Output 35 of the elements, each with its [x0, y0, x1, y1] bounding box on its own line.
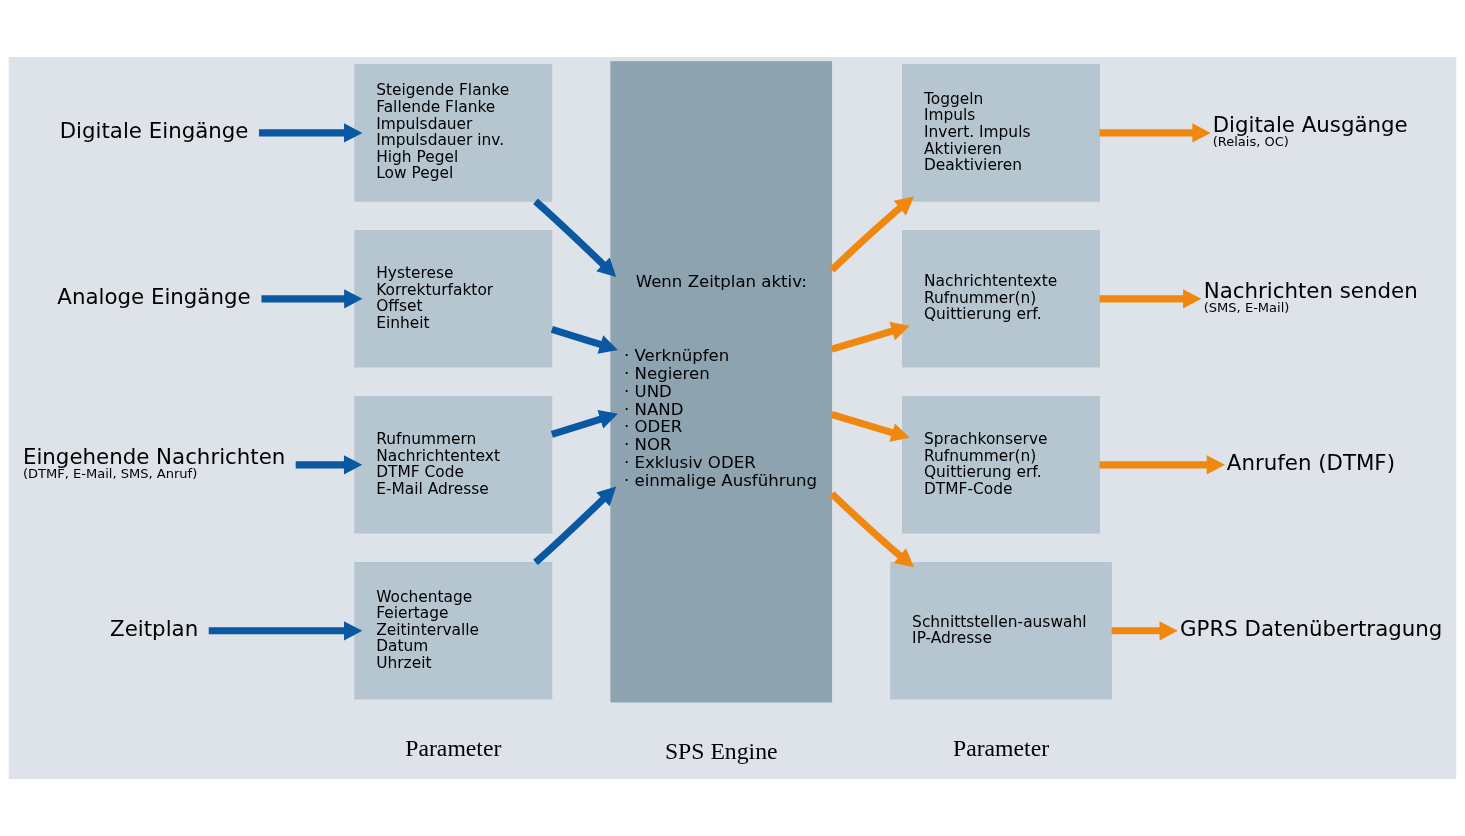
node-box: Toggeln Impuls Invert. Impuls Aktivieren Deaktivieren [902, 64, 1101, 202]
node-box: Steigende Flanke Fallende Flanke Impulsdauer Impulsdauer inv. High Pegel Low Pegel [354, 64, 553, 202]
arrow [259, 123, 363, 143]
node-box: Rufnummern Nachrichtentext DTMF Code E-Mail Adresse [354, 396, 553, 534]
arrow [533, 486, 617, 566]
node-box: Wochentage Feiertage Zeitintervalle Datum Uhrzeit [354, 562, 553, 700]
arrow [208, 621, 363, 641]
node-text: GPRS Datenübertragung [1180, 616, 1443, 642]
arrow [533, 198, 617, 278]
node-text: Digitale Eingänge [59, 118, 249, 144]
arrow [1099, 455, 1225, 475]
arrow [550, 410, 618, 438]
arrow [295, 455, 363, 475]
node-box: Hysterese Korrekturfaktor Offset Einheit [354, 230, 553, 368]
node-text: Eingehende Nachrichten (DTMF, E-Mail, SMS, Anruf) [22, 443, 286, 482]
node-text: Nachrichten senden (SMS, E-Mail) [1203, 277, 1418, 316]
node-text: Analoge Eingänge [57, 284, 251, 310]
node-box: Nachrichtentexte Rufnummer(n) Quittierung erf. [902, 230, 1101, 368]
arrow [1099, 289, 1202, 309]
arrow [1111, 621, 1178, 641]
arrow [830, 321, 910, 353]
arrow [830, 411, 910, 442]
arrow [550, 325, 618, 354]
label: Parameter [405, 735, 502, 762]
node-box: Schnittstellen-auswahl IP-Adresse [890, 562, 1112, 700]
label: Parameter [952, 735, 1050, 762]
arrow [1099, 123, 1211, 143]
node-box: Wenn Zeitplan aktiv: · Verknüpfen · Negieren · UND · NAND · ODER · NOR · Exklusiv ODER · einmalige Ausführung [610, 61, 833, 703]
node-text: Digitale Ausgänge (Relais, OC) [1212, 111, 1408, 150]
node-text: Zeitplan [110, 616, 199, 642]
arrow [829, 196, 914, 273]
label: SPS Engine [664, 737, 778, 764]
arrow [829, 491, 914, 568]
node-box: Sprachkonserve Rufnummer(n) Quittierung erf. DTMF-Code [902, 396, 1101, 534]
node-text: Anrufen (DTMF) [1226, 450, 1395, 476]
